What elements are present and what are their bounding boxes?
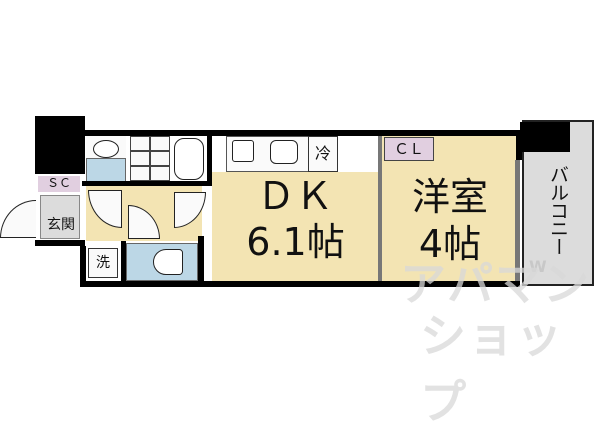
wall-left-vert	[80, 246, 86, 286]
western-name-label: 洋室	[411, 175, 488, 219]
watermark-line1: アパマン	[400, 257, 592, 311]
bath-wall-right	[207, 136, 212, 186]
toilet-wall-right	[198, 236, 204, 283]
bath-wall	[82, 181, 210, 186]
sink-icon	[270, 140, 298, 164]
western-size-label: 4帖	[418, 222, 482, 266]
dk-room	[212, 172, 378, 281]
stove-icon	[232, 140, 254, 162]
closet: ＣＬ	[384, 137, 434, 161]
balcony-label: バルコニー	[547, 165, 569, 255]
washer-space: 洗	[88, 248, 118, 278]
washbasin-bowl-icon	[93, 140, 119, 158]
dk-size-label: 6.1帖	[246, 220, 345, 264]
wall-top	[80, 130, 520, 136]
entrance-door-swing[interactable]	[0, 200, 36, 238]
fridge-label: 冷	[314, 144, 331, 163]
wall-left-column	[35, 116, 85, 174]
shoe-closet-label: ＳＣ	[46, 176, 71, 190]
floor-plan: ＳＣ 玄関 洗 冷 ＤＫ 6.1帖 ＣＬ 洋室 4帖 バルコニー W アパマン …	[0, 116, 594, 429]
fridge-space: 冷	[308, 136, 338, 172]
closet-label: ＣＬ	[393, 140, 424, 158]
wall-left-lower	[35, 240, 85, 246]
balcony-window[interactable]	[515, 160, 520, 281]
sliding-partition[interactable]	[378, 136, 382, 281]
watermark-line2: ショップ	[420, 309, 564, 429]
shower-floor	[130, 136, 170, 181]
toilet-icon	[153, 249, 183, 275]
washbasin-counter	[86, 158, 126, 182]
window-mark: W	[529, 257, 547, 276]
washer-label: 洗	[96, 255, 110, 271]
dk-name-label: ＤＫ	[256, 174, 333, 218]
shoe-closet: ＳＣ	[38, 176, 80, 192]
entrance: 玄関	[40, 195, 80, 239]
entrance-label: 玄関	[47, 217, 75, 233]
bathtub-icon	[174, 138, 204, 180]
toilet-wall	[121, 241, 126, 283]
wall-bottom	[80, 281, 520, 287]
balcony-wall-block	[520, 122, 570, 152]
